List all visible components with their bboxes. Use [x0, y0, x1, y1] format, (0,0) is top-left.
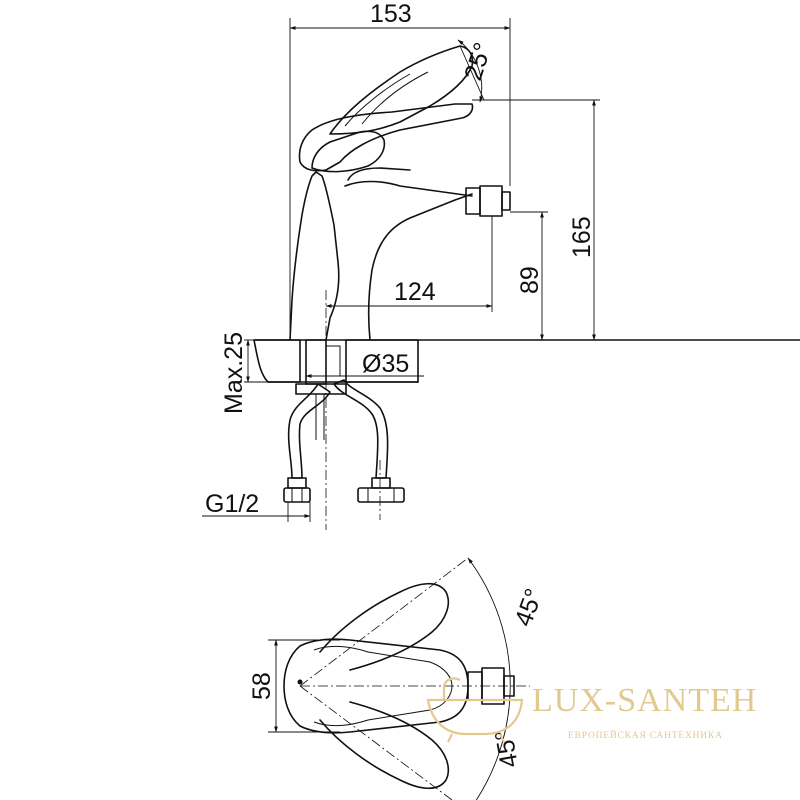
dim-label-45-top: 45° [509, 585, 548, 630]
lever-handle [298, 103, 474, 172]
dim-label-max25: Max.25 [220, 332, 248, 414]
top-body-outline [283, 638, 469, 734]
top-swivel-arc [467, 557, 511, 800]
top-center-lower-swing [299, 685, 453, 800]
top-center-upper-swing [299, 557, 469, 687]
watermark-brand: LUX-SANTEH [532, 682, 757, 719]
faucet-body-outline [289, 171, 340, 341]
top-lever-lower [319, 701, 450, 790]
dim-arc-25 [457, 39, 484, 103]
watermark-bathtub-logo [426, 677, 524, 743]
top-center-mark [297, 679, 303, 685]
top-view: 45° 45° 58 [248, 557, 549, 800]
spout-underside [344, 180, 473, 197]
dim-label-d35: Ø35 [362, 350, 409, 378]
watermark-tagline: ЕВРОПЕЙСКАЯ САНТЕХНИКА [568, 729, 723, 741]
hose-connector-right [357, 477, 405, 503]
dim-label-124: 124 [394, 278, 436, 306]
side-view: 153 25° 165 89 124 Max.25 Ø35 G1/2 [202, 0, 800, 530]
lever-raised-inner [344, 71, 429, 127]
dim-label-58: 58 [248, 672, 276, 700]
top-lever-upper [319, 582, 450, 671]
mounting-stud [305, 339, 327, 385]
hose-connector-left [283, 477, 311, 503]
dim-label-45-bottom: 45° [490, 728, 524, 770]
dim-label-153: 153 [370, 0, 412, 28]
spout-top [347, 167, 411, 181]
lever-base [311, 130, 386, 173]
watermark: LUX-SANTEH ЕВРОПЕЙСКАЯ САНТЕХНИКА [426, 677, 757, 743]
dim-label-89: 89 [516, 266, 544, 294]
dim-label-g12: G1/2 [205, 490, 259, 518]
aerator-nozzle [465, 185, 511, 217]
mounting-stud-inner [325, 345, 341, 377]
deck-section-left [253, 339, 301, 383]
dim-label-165: 165 [568, 216, 596, 258]
faucet-body-right [367, 193, 473, 341]
